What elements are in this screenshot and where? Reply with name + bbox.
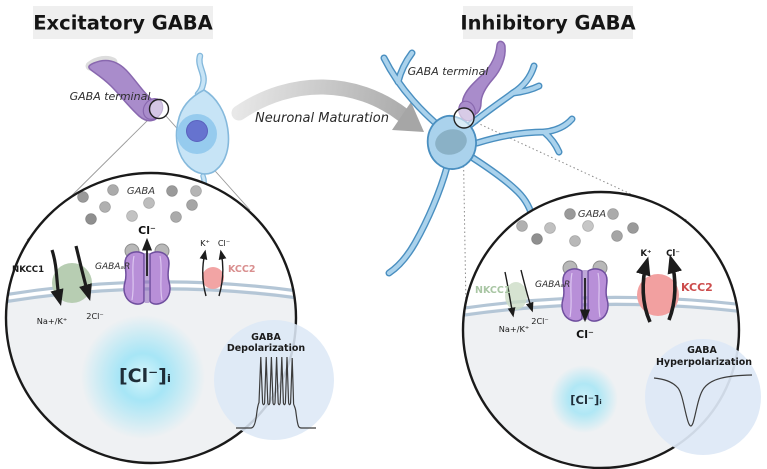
maturation-arrow-head-icon <box>392 102 424 132</box>
kcc2-transporter-left <box>202 267 224 289</box>
hyperpolarization-inset: GABA Hyperpolarization <box>645 339 761 455</box>
title-text-left: Excitatory GABA <box>33 12 213 35</box>
synapse-zoom-circle-right <box>453 107 475 129</box>
kcc2-ion-k-left: K⁺ <box>200 238 210 248</box>
hyperpolarization-title-1: GABA <box>687 345 717 356</box>
title-box-left <box>33 6 213 39</box>
maturation-arrow-shaft <box>231 79 411 123</box>
nkcc1-left: NKCC1 Na+/K⁺ 2Cl⁻ <box>12 245 104 326</box>
depolarization-title-1: GABA <box>251 332 281 343</box>
cl-label-top-left: Cl⁻ <box>138 224 156 237</box>
kcc2-ion-cl-right: Cl⁻ <box>666 249 680 259</box>
spike-train-trace <box>236 356 316 429</box>
gaba-terminal-label-right: GABA terminal <box>408 65 489 78</box>
kcc2-label-right: KCC2 <box>681 281 713 294</box>
gaba-label-left: GABA <box>127 186 155 197</box>
gabaar-label-left: GABAₐR <box>95 262 130 272</box>
kcc2-label-left: KCC2 <box>228 264 256 275</box>
kcc2-right: K⁺ Cl⁻ KCC2 <box>635 249 713 323</box>
depolarization-title-2: Depolarization <box>227 343 306 354</box>
title-excitatory: Excitatory GABA <box>33 6 213 39</box>
chloride-glow-high <box>81 315 205 439</box>
nkcc1-ion-nak-right: Na+/K⁺ <box>499 324 529 334</box>
kcc2-ion-cl-left: Cl⁻ <box>218 238 230 248</box>
nkcc1-right: NKCC1 Na+/K⁺ 2Cl⁻ <box>475 269 549 334</box>
chloride-concentration-left: [Cl⁻]ᵢ <box>119 365 171 387</box>
synapse-zoom-circle-left <box>148 98 170 120</box>
gaba-terminal-label-left: GABA terminal <box>70 90 151 103</box>
ipsp-trace <box>653 374 753 427</box>
synapse-detail-outline-right <box>461 190 741 469</box>
immature-neuron-nucleus <box>186 120 208 142</box>
gabaa-receptor-right: Cl⁻ GABAₐR <box>535 260 609 341</box>
nkcc1-label-right: NKCC1 <box>475 285 510 296</box>
chloride-glow-low <box>550 365 618 433</box>
immature-neuron <box>175 52 230 221</box>
maturation-label: Neuronal Maturation <box>255 111 389 126</box>
kcc2-ion-k-right: K⁺ <box>640 249 651 259</box>
nkcc1-ion-nak-left: Na+/K⁺ <box>37 316 67 326</box>
nkcc1-ion-2cl-right: 2Cl⁻ <box>531 316 549 326</box>
gaba-label-right: GABA <box>578 209 606 220</box>
mature-neuron-nucleus <box>435 129 467 155</box>
title-text-right: Inhibitory GABA <box>460 12 635 35</box>
synapse-detail-outline-left <box>4 171 298 465</box>
title-box-right <box>463 6 633 39</box>
title-inhibitory: Inhibitory GABA <box>460 6 636 39</box>
depolarization-inset: GABA Depolarization <box>214 320 334 440</box>
kcc2-transporter-right <box>637 274 679 316</box>
cl-label-bottom-right: Cl⁻ <box>576 328 594 341</box>
hyperpolarization-title-2: Hyperpolarization <box>656 357 752 368</box>
maturation-arrow <box>231 79 424 132</box>
nkcc1-ion-2cl-left: 2Cl⁻ <box>86 311 104 321</box>
gaba-vesicles-right <box>516 208 639 247</box>
gabaa-receptor-left: Cl⁻ GABAₐR <box>95 224 171 305</box>
kcc2-left: K⁺ Cl⁻ KCC2 <box>199 238 256 297</box>
gaba-vesicles-left <box>77 184 202 225</box>
nkcc1-label-left: NKCC1 <box>12 265 44 275</box>
gabaar-label-right: GABAₐR <box>535 280 570 290</box>
chloride-concentration-right: [Cl⁻]ᵢ <box>570 393 602 407</box>
